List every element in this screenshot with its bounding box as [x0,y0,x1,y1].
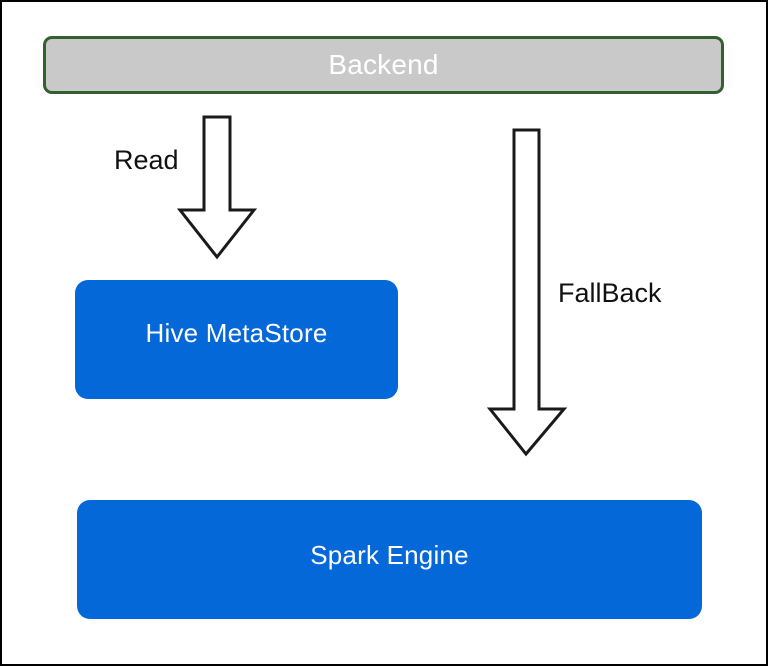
arrow-fallback [486,128,568,457]
arrow-read [176,115,258,260]
node-backend-label: Backend [328,48,439,80]
node-hive-metastore-label: Hive MetaStore [145,318,328,349]
edge-label-fallback: FallBack [558,278,662,308]
block-arrow-down-icon [486,128,568,457]
node-spark-engine[interactable]: Spark Engine [77,500,702,619]
edge-label-read: Read [114,145,179,175]
node-hive-metastore[interactable]: Hive MetaStore [75,280,398,399]
node-backend[interactable]: Backend [43,36,724,94]
block-arrow-down-icon [176,115,258,260]
node-spark-engine-label: Spark Engine [310,540,469,571]
